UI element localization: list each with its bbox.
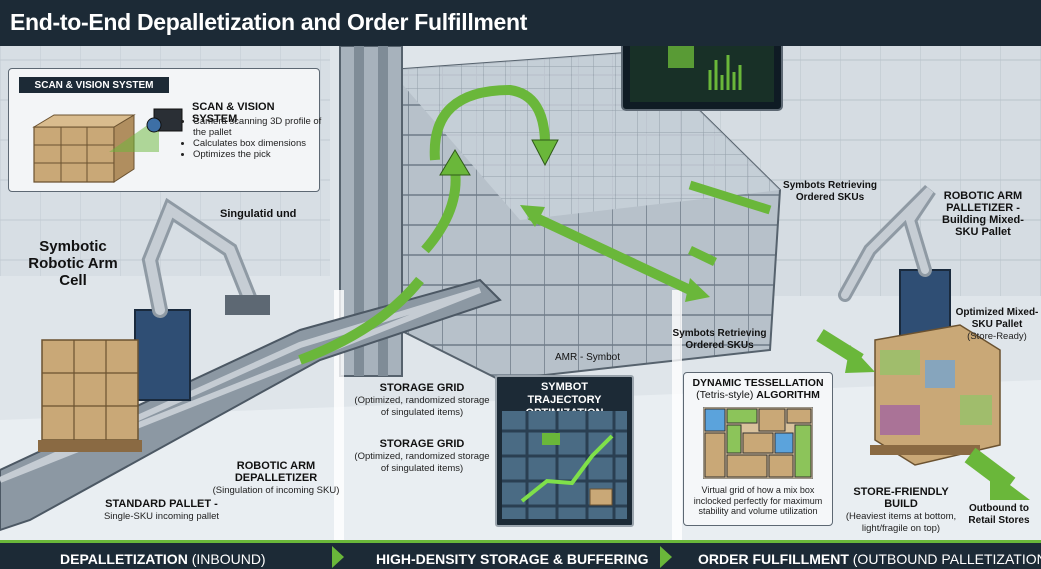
stage1-rest: (INBOUND) xyxy=(187,551,266,567)
store-build-sub: (Heaviest items at bottom, light/fragile… xyxy=(845,511,957,534)
palletizer-label: ROBOTIC ARM PALLETIZER - Building Mixed-… xyxy=(942,190,1024,238)
symbotic-cell-label: Symbotic Robotic Arm Cell xyxy=(28,238,118,289)
scan-panel-header: SCAN & VISION SYSTEM xyxy=(19,77,169,93)
scan-bullets: Camera scanning 3D profile of the pallet… xyxy=(181,116,328,160)
storage-grid-title-2: STORAGE GRID xyxy=(379,438,465,450)
storage-grid-label-2: STORAGE GRID (Optimized, randomized stor… xyxy=(352,438,492,474)
standard-pallet-title: STANDARD PALLET - xyxy=(105,498,218,510)
scan-panel-title: SCAN & VISION SYSTEM xyxy=(192,101,275,125)
scan-vision-panel: SCAN & VISION SYSTEM SCAN & VISION SYSTE… xyxy=(8,68,321,192)
outbound-label: Outbound to Retail Stores xyxy=(968,503,1030,526)
optimized-pallet-sub: (Store-Ready) xyxy=(967,331,1027,342)
depalletizer-title: ROBOTIC ARM DEPALLETIZER xyxy=(234,460,318,484)
standard-pallet-label: STANDARD PALLET - Single-SKU incoming pa… xyxy=(84,498,239,522)
scan-bullet: Optimizes the pick xyxy=(193,149,328,160)
trajectory-panel: SYMBOT TRAJECTORY OPTIMIZATION xyxy=(495,375,634,527)
depalletizer-sub: (Singulation of incoming SKU) xyxy=(212,485,340,496)
scan-panel-header-text: SCAN & VISION SYSTEM xyxy=(34,80,154,91)
storage-grid-label-1: STORAGE GRID (Optimized, randomized stor… xyxy=(352,382,492,418)
stage1-bold: DEPALLETIZATION xyxy=(60,551,188,567)
stage-chevron xyxy=(660,546,672,568)
tessellation-panel: DYNAMIC TESSELLATION (Tetris-style) ALGO… xyxy=(683,372,833,526)
singulation-label: Singulatid und xyxy=(220,208,297,220)
page-title: End-to-End Depalletization and Order Ful… xyxy=(10,9,528,35)
tessellation-grid xyxy=(703,407,813,479)
stage-storage: HIGH-DENSITY STORAGE & BUFFERING xyxy=(376,551,649,567)
optimized-pallet-title: Optimized Mixed-SKU Pallet xyxy=(955,307,1039,330)
stage-footer: DEPALLETIZATION (INBOUND) HIGH-DENSITY S… xyxy=(0,540,1041,569)
stage2-bold: HIGH-DENSITY STORAGE & BUFFERING xyxy=(376,551,649,567)
storage-grid-title-1: STORAGE GRID xyxy=(379,382,465,394)
trajectory-illustration xyxy=(502,411,627,519)
store-build-label: STORE-FRIENDLY BUILD (Heaviest items at … xyxy=(837,486,965,534)
standard-pallet-sub: Single-SKU incoming pallet xyxy=(103,511,220,522)
title-bar: End-to-End Depalletization and Order Ful… xyxy=(0,0,1041,46)
scan-bullet: Camera scanning 3D profile of the pallet xyxy=(193,116,328,138)
symbots-bottom-label: Symbots Retrieving Ordered SKUs xyxy=(672,328,767,351)
pallet-scan-illustration xyxy=(32,108,183,183)
tessellation-title-bold: DYNAMIC TESSELLATION xyxy=(692,377,824,389)
storage-grid-sub-2: (Optimized, randomized storage of singul… xyxy=(354,451,490,474)
tessellation-title: DYNAMIC TESSELLATION (Tetris-style) ALGO… xyxy=(684,377,832,401)
symbots-top-label: Symbots Retrieving Ordered SKUs xyxy=(783,180,877,203)
stage-chevron xyxy=(332,546,344,568)
store-build-title: STORE-FRIENDLY BUILD xyxy=(853,486,949,510)
storage-grid-sub-1: (Optimized, randomized storage of singul… xyxy=(354,395,490,418)
stage3-rest: (OUTBOUND PALLETIZATION) xyxy=(848,551,1041,567)
optimized-pallet-label: Optimized Mixed-SKU Pallet (Store-Ready) xyxy=(952,307,1041,343)
stage-depalletization: DEPALLETIZATION (INBOUND) xyxy=(60,551,266,567)
stage3-bold: ORDER FULFILLMENT xyxy=(698,551,849,567)
scan-bullet: Calculates box dimensions xyxy=(193,138,328,149)
depalletizer-label: ROBOTIC ARM DEPALLETIZER (Singulation of… xyxy=(206,460,346,496)
tessellation-title-end: ALGORITHM xyxy=(756,389,820,401)
amr-symbot-label: AMR - Symbot xyxy=(555,352,621,363)
tessellation-caption: Virtual grid of how a mix box inclocked … xyxy=(693,485,823,516)
stage-fulfillment: ORDER FULFILLMENT (OUTBOUND PALLETIZATIO… xyxy=(698,551,1041,567)
tessellation-title-mid: (Tetris-style) xyxy=(696,389,754,401)
